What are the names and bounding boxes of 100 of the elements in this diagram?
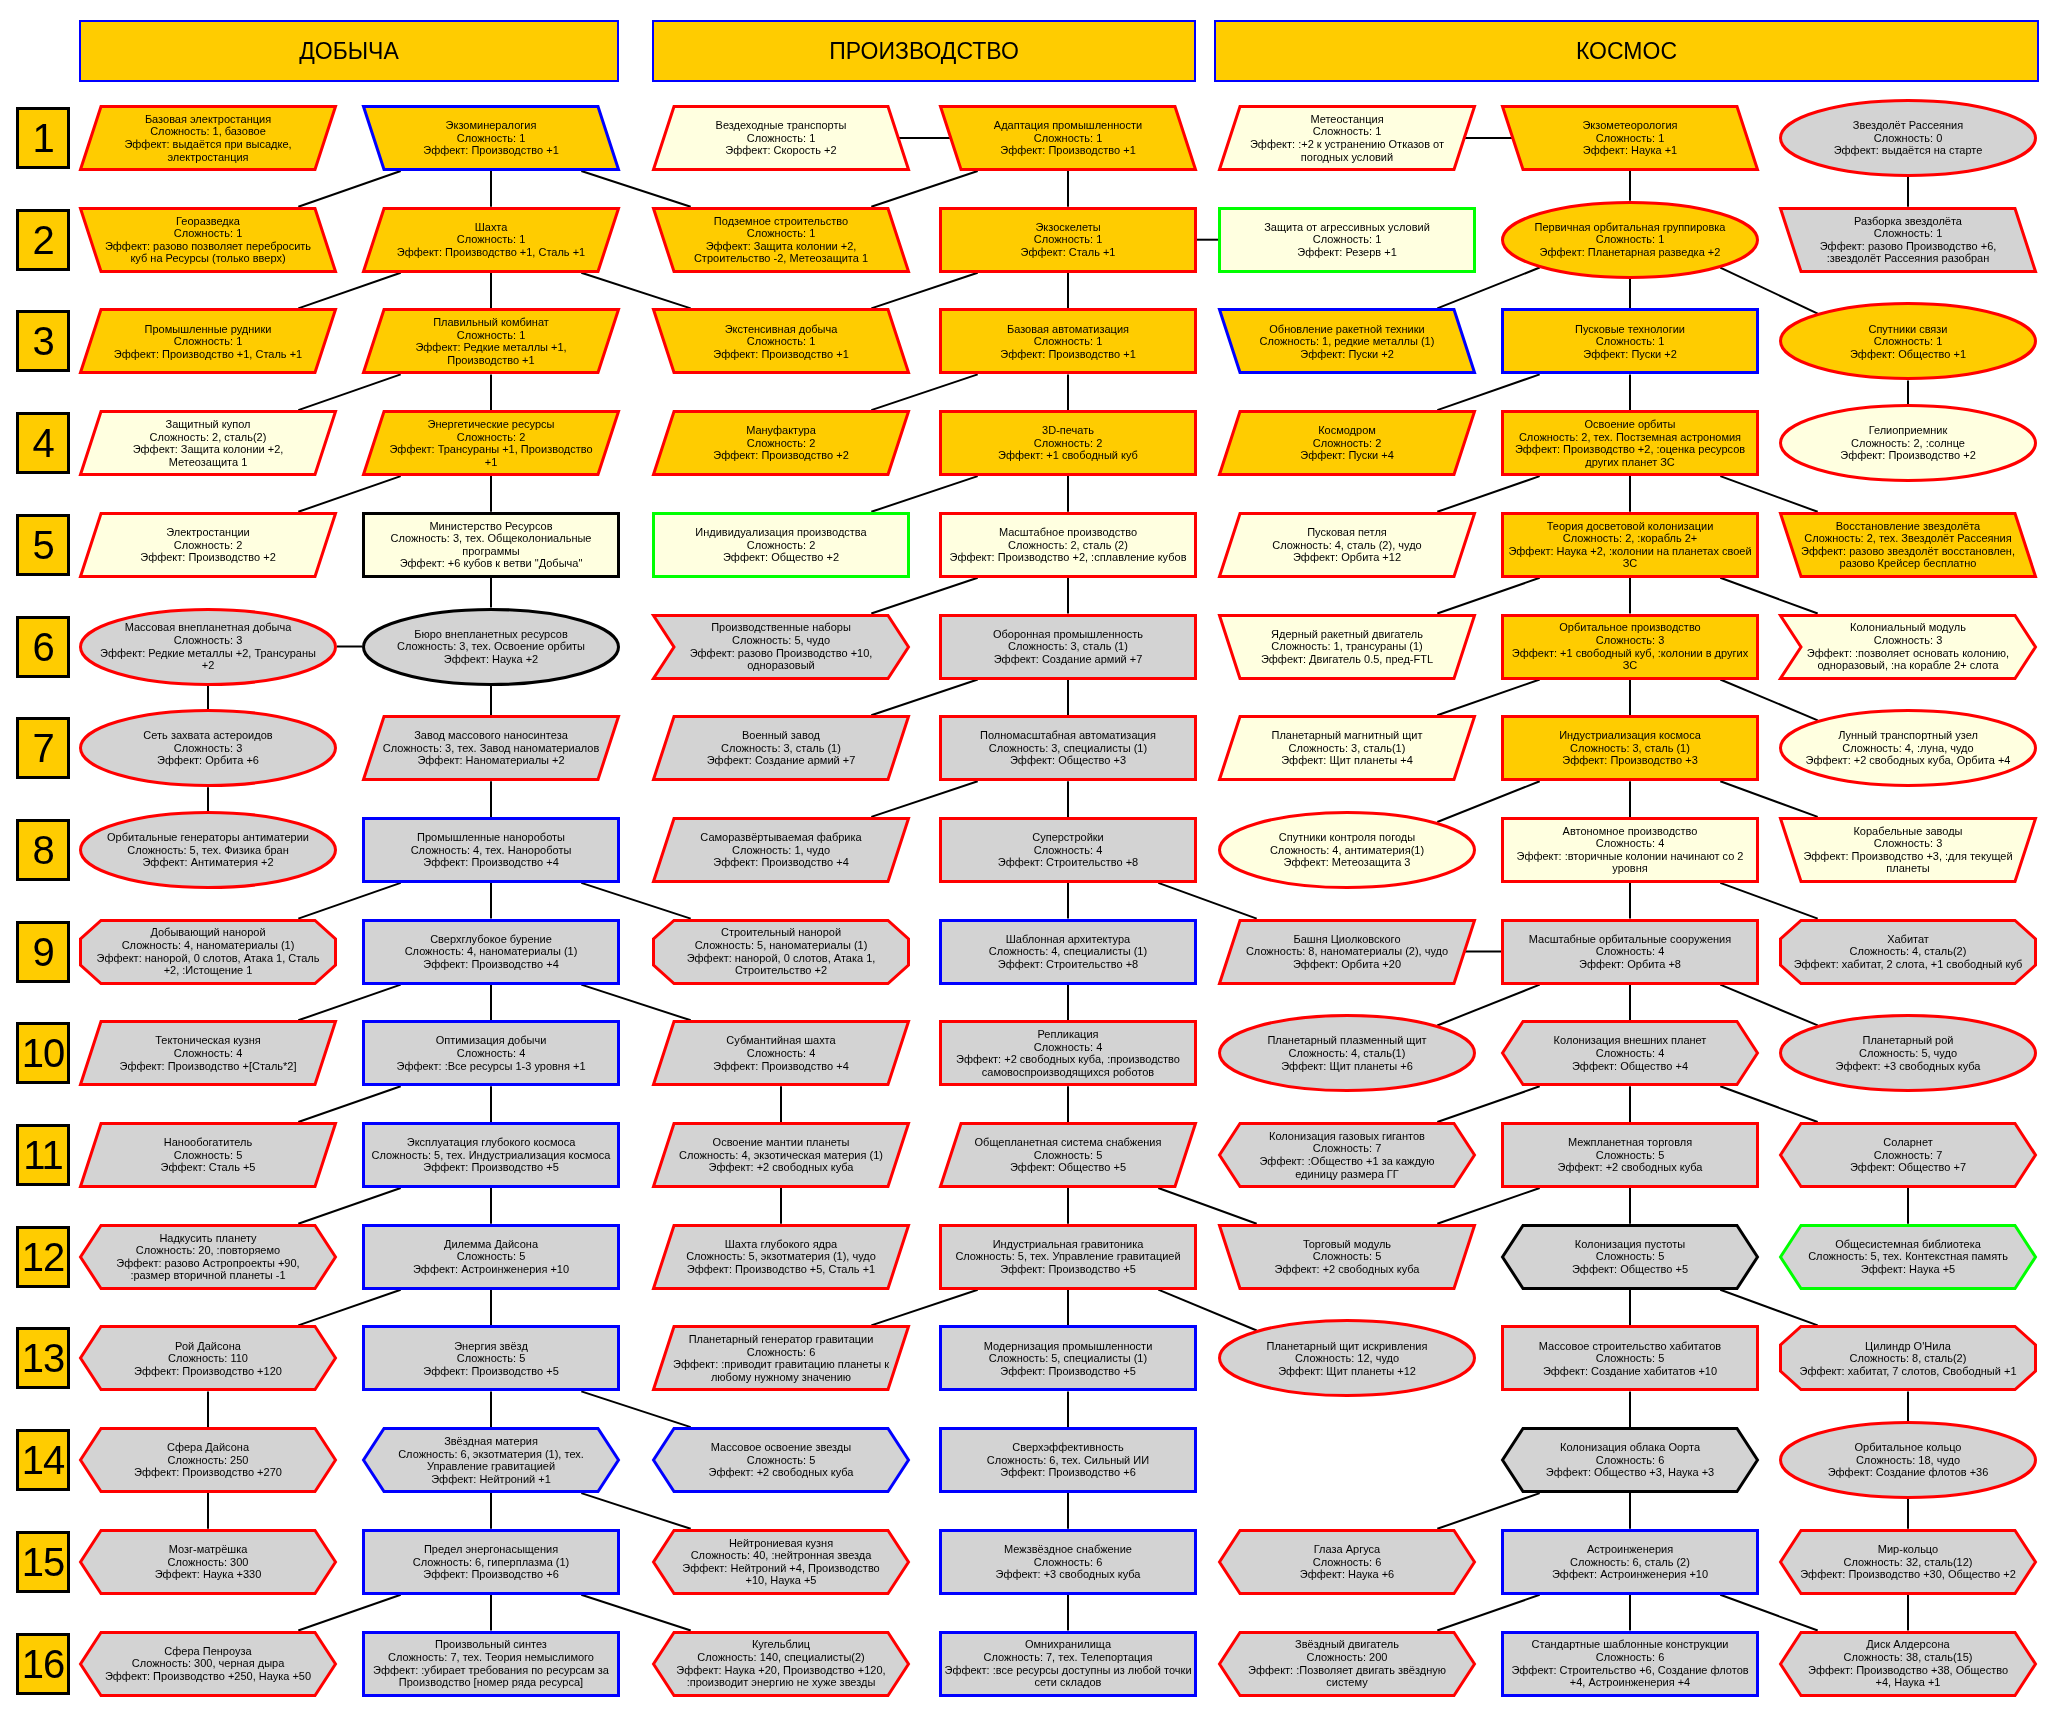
complexity-text: Сложность: 6: [1595, 1453, 1665, 1467]
effect-text: Эффект: Сталь +1: [1020, 246, 1116, 259]
parallelogram-node: [362, 410, 620, 477]
tech-title: Диск Алдерсона: [1866, 1638, 1950, 1651]
connector-line: [1067, 1593, 1069, 1632]
complexity-text: Сложность: 1: [1033, 335, 1103, 348]
connector-line: [1464, 950, 1502, 953]
rectangle-node: [362, 1630, 620, 1697]
rectangle-node: [939, 1427, 1197, 1494]
ellipse-node: [362, 607, 620, 686]
complexity-text: Сложность: 6: [1033, 1555, 1103, 1569]
row-number: 14: [21, 1437, 65, 1484]
tech-title: Колониальный модуль: [1850, 621, 1966, 634]
parallelogram-node: [1218, 105, 1476, 171]
connector-line: [1436, 780, 1541, 824]
effect-text: Эффект: +1 свободный куб, :колонии в других ЗС: [1510, 646, 1750, 672]
effect-text: Эффект: Наука +20, Производство +120, :производит энергию не хуже звезды: [675, 1663, 887, 1689]
effect-text: Эффект: Нейтроний +4, Производство +10, Наука +5: [681, 1561, 881, 1587]
tech-title: Метеостанция: [1310, 112, 1384, 126]
effect-text: Эффект: Щит планеты +6: [1281, 1059, 1413, 1073]
rectangle-node: [939, 918, 1197, 985]
row-number: 10: [21, 1030, 65, 1077]
tech-title: Нейтрониевая кузня: [728, 1536, 834, 1550]
effect-text: Эффект: Строительство +6, Создание флотов +4, Астроинженерия +4: [1510, 1663, 1750, 1689]
complexity-text: Сложность: 7: [1873, 1148, 1943, 1162]
tech-title: Масштабные орбитальные сооружения: [1528, 932, 1732, 946]
parallelogram-node: [79, 1122, 337, 1188]
complexity-text: Сложность: 1: [1873, 335, 1943, 348]
effect-text: Эффект: Производство +38, Общество +4, Наука +1: [1806, 1663, 2009, 1689]
connector-line: [490, 1288, 492, 1327]
tech-title: Межпланетная торговля: [1567, 1136, 1693, 1149]
parallelogram-node: [1501, 105, 1759, 171]
complexity-text: Сложность: 5, экзотматерия (1), чудо: [686, 1250, 876, 1263]
complexity-text: Сложность: 140, специалисты(2): [697, 1650, 865, 1664]
complexity-text: Сложность: 3: [1595, 633, 1665, 647]
tech-title: Планетарный рой: [1862, 1034, 1954, 1047]
connector-line: [490, 170, 492, 208]
effect-text: Эффект: Производство +4: [713, 856, 849, 869]
connector-line: [207, 786, 209, 812]
tech-title: Экзоскелеты: [1035, 220, 1101, 234]
tech-title: Общепланетная система снабжения: [974, 1136, 1162, 1149]
parallelogram-node: [1779, 511, 2037, 578]
connector-line: [207, 684, 209, 711]
connector-line: [297, 1187, 402, 1225]
complexity-text: Сложность: 2, сталь (2): [1008, 538, 1128, 552]
complexity-text: Сложность: 18, чудо: [1855, 1453, 1961, 1467]
effect-text: Эффект: Производство +4: [423, 856, 559, 869]
complexity-text: Сложность: 5: [1595, 1250, 1665, 1263]
tech-title: Дилемма Дайсона: [443, 1237, 539, 1251]
effect-text: Эффект: Пуски +2: [1300, 347, 1394, 361]
connector-line: [1629, 1288, 1631, 1327]
tech-title: Пусковые технологии: [1575, 322, 1685, 336]
effect-text: Эффект: Производство +4: [713, 1059, 849, 1073]
effect-text: Эффект: Производство +4: [423, 957, 559, 971]
ellipse-node: [1218, 1319, 1476, 1398]
effect-text: Эффект: Создание армий +7: [706, 754, 856, 768]
hexagon-node: [79, 1427, 337, 1494]
complexity-text: Сложность: 5, специалисты (1): [988, 1352, 1148, 1365]
tech-title: Общесистемная библиотека: [1835, 1237, 1981, 1251]
effect-text: Эффект: Общество +5: [1571, 1263, 1689, 1276]
rectangle-node: [1501, 308, 1759, 375]
tech-title: Звёздный двигатель: [1295, 1638, 1399, 1651]
tech-title: Мир-кольцо: [1877, 1542, 1939, 1556]
effect-text: Эффект: Наука +6: [1299, 1568, 1395, 1581]
effect-text: Эффект: Производство +[Сталь*2]: [119, 1059, 297, 1073]
chevron-node: [1779, 613, 2037, 680]
connector-line: [1436, 1085, 1541, 1123]
rectangle-node: [362, 1020, 620, 1087]
connector-line: [1719, 678, 1819, 722]
complexity-text: Сложность: 4, антиматерия(1): [1269, 843, 1425, 857]
complexity-text: Сложность: 1: [1312, 233, 1382, 246]
tech-title: Планетарный магнитный щит: [1271, 729, 1423, 742]
row-number: 11: [23, 1132, 63, 1178]
ellipse-node: [1779, 404, 2037, 483]
tech-title: Индивидуализация производства: [695, 525, 867, 539]
connector-line: [297, 881, 402, 920]
connector-line: [1629, 678, 1631, 717]
hexagon-node: [79, 1325, 337, 1392]
effect-text: Эффект: :Общество +1 за каждую единицу размера ГГ: [1258, 1155, 1436, 1181]
tech-title: Башня Циолковского: [1293, 932, 1401, 946]
tech-title: Пусковая петля: [1307, 525, 1387, 539]
effect-text: Эффект: :вторичные колонии начинают со 2 уровня: [1515, 849, 1745, 876]
effect-text: Эффект: Наука +1: [1582, 144, 1678, 157]
complexity-text: Сложность: 4: [173, 1047, 243, 1060]
tech-title: Министерство Ресурсов: [429, 519, 553, 533]
complexity-text: Сложность: 5, тех. Контекстная память: [1808, 1250, 2008, 1263]
tech-title: Суперстройки: [1032, 831, 1104, 844]
complexity-text: Сложность: 38, сталь(15): [1843, 1650, 1973, 1664]
connector-line: [490, 576, 492, 609]
tech-title: Строительный нанорой: [720, 926, 842, 939]
rectangle-node: [1501, 511, 1759, 578]
connector-line: [1629, 576, 1631, 615]
octagon-node: [1779, 1325, 2037, 1392]
tech-title: Масштабное производство: [998, 525, 1138, 539]
rectangle-node: [362, 1325, 620, 1392]
tech-title: Добывающий нанорой: [150, 926, 266, 939]
tech-title: Мануфактура: [746, 424, 816, 437]
effect-text: Эффект: хабитат, 2 слота, +1 свободный куб: [1793, 957, 2023, 971]
connector-line: [1067, 373, 1069, 412]
connector-line: [870, 678, 979, 717]
